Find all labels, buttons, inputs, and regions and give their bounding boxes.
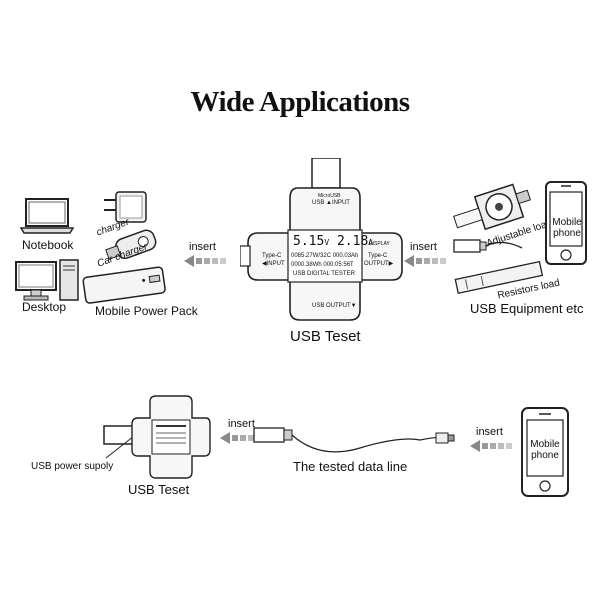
tester-voltage-unit: V: [324, 238, 330, 247]
tester-current: 2.18: [336, 234, 369, 249]
usb-cable-icon: [453, 239, 523, 253]
tester-voltage-row: 5.15V 2.18A: [293, 234, 373, 249]
tester-usb-output: USB OUTPUT▼: [312, 303, 357, 309]
phone-screen-bottom-line1: Mobile: [530, 439, 560, 450]
notebook-label: Notebook: [22, 238, 74, 252]
left-arrow-icon-bottom-right: [470, 440, 512, 452]
tester-typec-input-2: ◀INPUT: [262, 261, 285, 267]
tester-brand: USB DIGITAL TESTER: [293, 271, 355, 277]
phone-screen-top: Mobile phone: [552, 217, 582, 239]
desktop-icon: [15, 259, 79, 301]
pointer-line: [105, 435, 135, 459]
power-pack-icon: [82, 266, 166, 304]
left-arrow-icon: [184, 255, 226, 267]
usb-equipment-label: USB Equipment etc: [470, 301, 584, 316]
notebook-icon: [20, 198, 75, 234]
left-arrow-icon-right: [404, 255, 446, 267]
tester-voltage: 5.15: [293, 234, 325, 249]
tester-line2: 0085.27W/32C 000.03Ah: [291, 253, 359, 259]
car-charger-icon: [105, 229, 157, 260]
mobile-phone-icon-bottom: [521, 407, 569, 497]
wall-charger-icon: [104, 191, 147, 223]
phone-screen-line2: phone: [553, 228, 581, 239]
tester-display-label: DISPLAY: [369, 241, 390, 247]
insert-label-bottom-right: insert: [476, 426, 503, 438]
usb-tester-large: [240, 158, 403, 321]
power-pack-label: Mobile Power Pack: [95, 304, 198, 318]
tester-micro-usb: MicroUSB: [318, 193, 341, 199]
usb-power-supply-label: USB power supoly: [31, 461, 114, 472]
tester-line3: 0000.38Wh 000:05:56T: [291, 262, 354, 268]
usb-tester-small: [131, 395, 211, 479]
insert-label-right: insert: [410, 241, 437, 253]
desktop-label: Desktop: [22, 300, 67, 314]
tester-typec-output-2: OUTPUT▶: [364, 261, 394, 267]
tester-current-unit: A: [368, 238, 374, 247]
adjustable-load-icon: [453, 183, 532, 231]
phone-screen-bottom: Mobile phone: [529, 439, 561, 461]
tester-typec-output-1: Type-C: [368, 253, 388, 259]
data-line-cable: [253, 427, 455, 453]
usb-tester-label-top: USB Teset: [290, 328, 361, 345]
resistors-load-icon: [454, 260, 544, 294]
mobile-phone-icon-top: [545, 181, 587, 265]
insert-label-bottom-left: insert: [228, 418, 255, 430]
insert-label-left: insert: [189, 241, 216, 253]
tested-data-line-label: The tested data line: [293, 459, 408, 474]
phone-screen-line1: Mobile: [552, 217, 582, 228]
tester-usb-input: USB ▲INPUT: [312, 200, 350, 206]
usb-tester-label-bottom: USB Teset: [128, 482, 190, 497]
phone-screen-bottom-line2: phone: [531, 450, 559, 461]
tester-typec-input-1: Type-C: [262, 253, 282, 259]
page-title: Wide Applications: [190, 86, 411, 118]
